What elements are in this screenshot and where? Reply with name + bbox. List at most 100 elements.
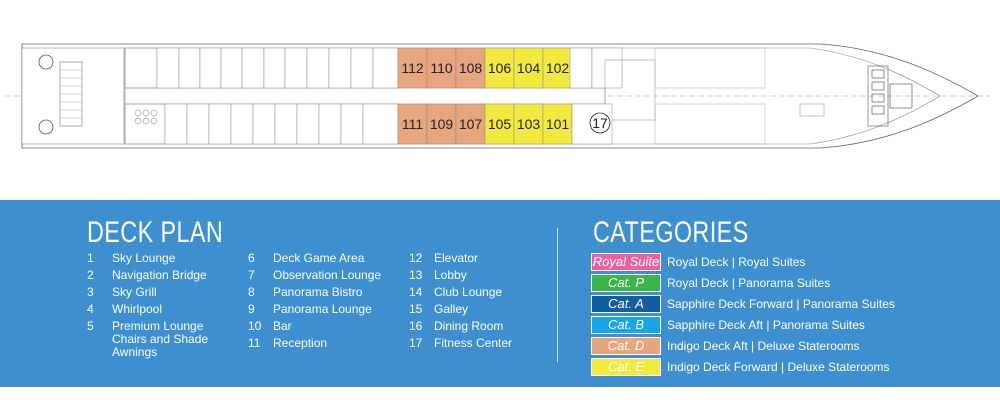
cabin-number-102: 102: [546, 60, 570, 76]
category-description: Sapphire Deck Forward | Panorama Suites: [667, 297, 895, 311]
cabin-110: [426, 47, 457, 89]
categories-title: CATEGORIES: [593, 216, 749, 249]
deck-plan-item-number: 3: [87, 285, 94, 299]
deck-plan-item-number: 16: [409, 319, 423, 333]
deck-plan-item-number: 6: [248, 251, 255, 265]
superstructure-outline: [124, 47, 941, 145]
deck-plan-item-number: 10: [248, 319, 262, 333]
deck-plan-item-14: 14 Club Lounge: [409, 286, 549, 299]
deck-plan-item-number: 4: [87, 302, 94, 316]
category-description: Royal Deck | Royal Suites: [667, 255, 806, 269]
category-badge: Cat. A: [591, 295, 661, 313]
deck-plan-title: DECK PLAN: [87, 216, 224, 249]
category-badge: Cat. E: [591, 358, 661, 376]
cabins-top-featured: 112 110 108 106 104 102: [397, 47, 573, 89]
cabins-bottom-uncoloured: [164, 103, 399, 145]
panel-divider: [557, 228, 558, 362]
cabin-105: [484, 103, 515, 145]
deck-plan-item-17: 17 Fitness Center: [409, 337, 549, 350]
deck-plan-item-number: 2: [87, 268, 94, 282]
cabin-number-103: 103: [517, 116, 541, 132]
deck-plan-item-label: Elevator: [434, 251, 479, 265]
cabin-number-110: 110: [430, 60, 453, 76]
cabin-108: [455, 47, 486, 89]
cabin-number-111: 111: [402, 116, 423, 132]
stern-stair-treads: [60, 69, 82, 119]
cabin-number-106: 106: [488, 60, 512, 76]
category-description: Royal Deck | Panorama Suites: [667, 276, 831, 290]
forward-space-bottom: [654, 103, 766, 145]
forward-room-b: [591, 47, 623, 89]
stern-deck: [21, 47, 125, 145]
cabin-number-104: 104: [517, 60, 541, 76]
deck-plan-item-label: Observation Lounge: [273, 268, 382, 282]
forward-space-top: [654, 47, 766, 89]
deck-plan-item-12: 12 Elevator: [409, 252, 549, 265]
deck-plan-item-number: 13: [409, 268, 423, 282]
bow-machinery: [871, 69, 913, 115]
category-row: Cat. B Sapphire Deck Aft | Panorama Suite…: [591, 316, 895, 334]
deck-plan-item-number: 17: [409, 336, 423, 350]
deck-plan-item-9: 9 Panorama Lounge: [248, 303, 398, 316]
deck-plan-item-label: Dining Room: [434, 319, 504, 333]
deck-plan-item-number: 14: [409, 285, 423, 299]
stern-bollard-bottom: [38, 119, 54, 135]
deck-plan-item-16: 16 Dining Room: [409, 320, 549, 333]
deck-plan-item-label: Fitness Center: [434, 336, 513, 350]
deck-plan-item-label: Galley: [434, 302, 469, 316]
area-marker-label: 17: [592, 115, 608, 131]
deck-plan-item-10: 10 Bar: [248, 320, 398, 333]
cabins-top-uncoloured: [156, 47, 399, 89]
category-row: Royal Suite Royal Deck | Royal Suites: [591, 253, 895, 271]
deck-plan-item-label: Lobby: [434, 268, 467, 282]
category-badge: Royal Suite: [591, 253, 661, 271]
stern-bollard-top: [38, 54, 54, 70]
deck-plan-item-number: 9: [248, 302, 255, 316]
cabin-number-107: 107: [459, 116, 483, 132]
category-badge: Cat. D: [591, 337, 661, 355]
category-description: Sapphire Deck Aft | Panorama Suites: [667, 318, 865, 332]
deck-plan-item-15: 15 Galley: [409, 303, 549, 316]
cabin-number-105: 105: [488, 116, 512, 132]
deck-plan-item-label: Panorama Bistro: [273, 285, 363, 299]
area-marker-circle: [589, 112, 611, 134]
ship-deck-plan: 112 110 108 106 104 102 111 109 107 105 103 101 17: [5, 43, 990, 149]
deck-plan-item-label: Sky Lounge: [112, 251, 176, 265]
cabin-number-112: 112: [401, 60, 424, 76]
deck-plan-item-label: Bar: [273, 319, 292, 333]
cabin-112: [397, 47, 428, 89]
deck-plan-item-label: Deck Game Area: [273, 251, 365, 265]
category-row: Cat. A Sapphire Deck Forward | Panorama S…: [591, 295, 895, 313]
category-description: Indigo Deck Aft | Deluxe Staterooms: [667, 339, 860, 353]
cabins-bottom-featured: 111 109 107 105 103 101: [397, 103, 573, 145]
deck-plan-list-column-3: 12 Elevator 13 Lobby 14 Club Lounge 15 Galley 16…: [409, 252, 549, 354]
cabin-111: [397, 103, 428, 145]
deck-plan-item-label: Panorama Lounge: [273, 302, 372, 316]
category-badge: Cat. B: [591, 316, 661, 334]
deck-plan-item-label: Club Lounge: [434, 285, 503, 299]
category-row: Cat. D Indigo Deck Aft | Deluxe Stateroom…: [591, 337, 895, 355]
cabin-number-101: 101: [546, 116, 570, 132]
deck-plan-item-6: 6 Deck Game Area: [248, 252, 398, 265]
deck-plan-item-number: 11: [248, 336, 261, 350]
bow-equipment-b: [867, 65, 889, 127]
deck-plan-item-label: Whirlpool: [112, 302, 163, 316]
deck-plan-item-label: Sky Grill: [112, 285, 157, 299]
cabin-number-108: 108: [459, 60, 483, 76]
bow-equipment-a: [799, 103, 825, 117]
deck-plan-item-4: 4 Whirlpool: [87, 303, 237, 316]
deck-plan-item-number: 12: [409, 251, 423, 265]
deck-plan-item-number: 15: [409, 302, 423, 316]
deck-plan-item-3: 3 Sky Grill: [87, 286, 237, 299]
cabin-number-109: 109: [430, 116, 454, 132]
